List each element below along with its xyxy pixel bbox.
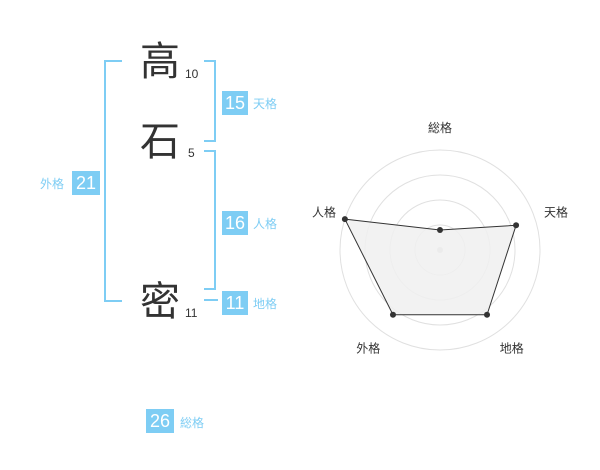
stroke-count-3: 11 xyxy=(185,306,198,320)
gaikaku-badge: 21 xyxy=(72,171,100,195)
soukaku-badge: 26 xyxy=(146,409,174,433)
radar-point-4 xyxy=(389,311,396,318)
gaikaku-label: 外格 xyxy=(40,177,65,191)
name-char-3: 密 xyxy=(140,279,180,325)
jinkaku-badge: 16 xyxy=(222,211,248,235)
radar-label-2: 天格 xyxy=(544,204,568,219)
jinkaku-label: 人格 xyxy=(253,217,278,231)
chikaku-connector xyxy=(204,299,218,301)
radar-point-1 xyxy=(437,227,443,233)
radar-point-3 xyxy=(484,311,491,318)
radar-shape xyxy=(344,218,517,316)
tenkaku-badge: 15 xyxy=(222,91,248,115)
name-char-2: 石 xyxy=(140,119,180,165)
radar-label-5: 人格 xyxy=(312,204,336,219)
radar-ring xyxy=(339,149,541,351)
radar-polygon xyxy=(344,218,517,316)
radar-label-4: 外格 xyxy=(356,341,380,356)
tenkaku-label: 天格 xyxy=(253,97,278,111)
jinkaku-bracket xyxy=(204,150,216,290)
gaikaku-bracket xyxy=(104,60,122,302)
chikaku-label: 地格 xyxy=(253,297,278,311)
tenkaku-bracket xyxy=(204,60,216,142)
radar-label-3: 地格 xyxy=(500,341,524,356)
radar-point-5 xyxy=(341,216,348,223)
stroke-count-1: 10 xyxy=(185,67,199,81)
radar-label-1: 総格 xyxy=(428,120,452,135)
soukaku-label: 総格 xyxy=(180,416,205,430)
stroke-count-2: 5 xyxy=(188,146,195,160)
chikaku-badge: 11 xyxy=(222,291,248,315)
name-char-1: 高 xyxy=(140,39,180,85)
radar-point-2 xyxy=(513,222,520,229)
radar-points xyxy=(341,216,520,318)
